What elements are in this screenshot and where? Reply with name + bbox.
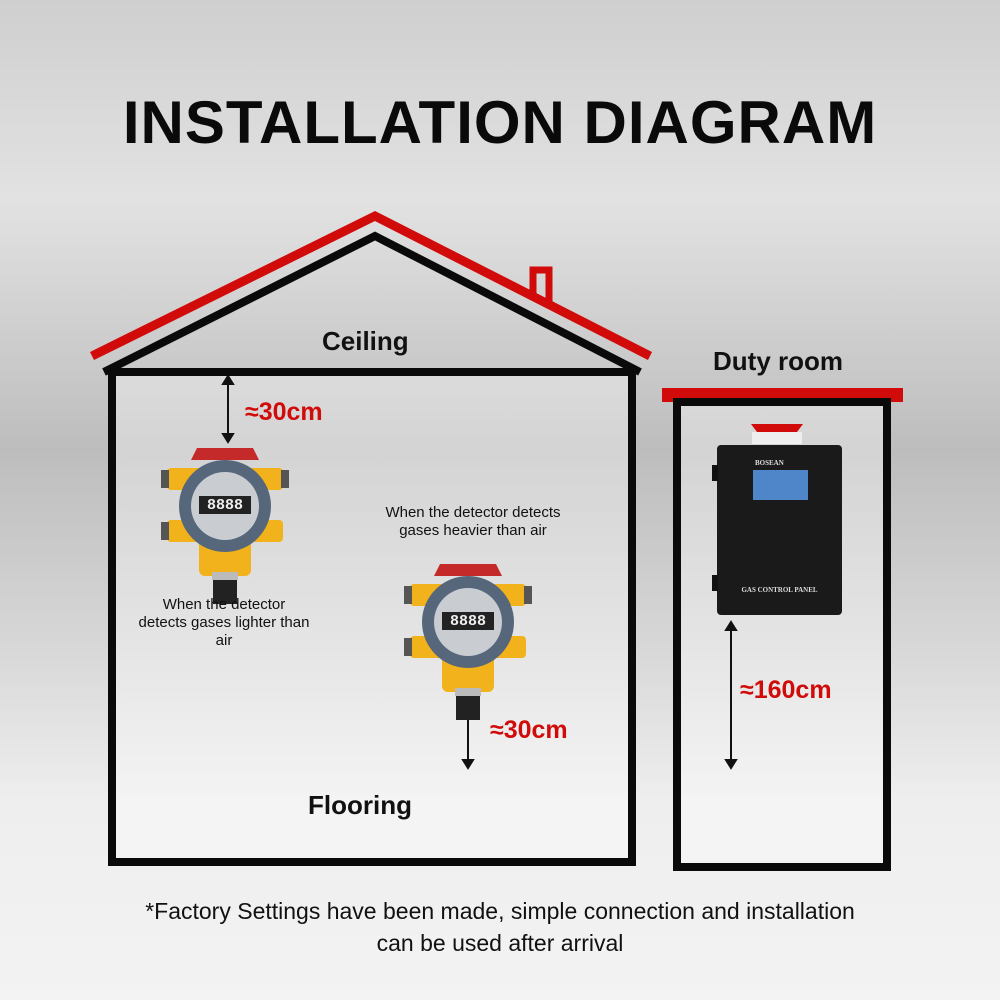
panel-label: GAS CONTROL PANEL	[741, 586, 818, 594]
chimney	[529, 266, 553, 305]
detector-heavy-note: When the detector detects gases heavier …	[385, 504, 561, 539]
ceiling-label: Ceiling	[322, 326, 409, 356]
distance-arrows	[221, 374, 738, 770]
panel-brand: BOSEAN	[755, 459, 784, 467]
house-roof-red	[90, 210, 653, 361]
detector-light-display: 8888	[206, 497, 243, 514]
footer-note: *Factory Settings have been made, simple…	[0, 895, 1000, 959]
detector-light-note: When the detector detects gases lighter …	[138, 596, 310, 649]
floor-distance: ≈30cm	[490, 716, 568, 744]
flooring-label: Flooring	[308, 790, 412, 820]
gas-control-panel	[712, 424, 842, 615]
panel-height-distance: ≈160cm	[740, 676, 832, 704]
duty-room-label: Duty room	[713, 346, 843, 376]
footer-text: *Factory Settings have been made, simple…	[145, 898, 855, 956]
ceiling-distance: ≈30cm	[245, 398, 323, 426]
page-title: INSTALLATION DIAGRAM	[122, 89, 878, 156]
house-roof	[102, 231, 642, 376]
detector-heavy-display: 8888	[449, 613, 486, 630]
